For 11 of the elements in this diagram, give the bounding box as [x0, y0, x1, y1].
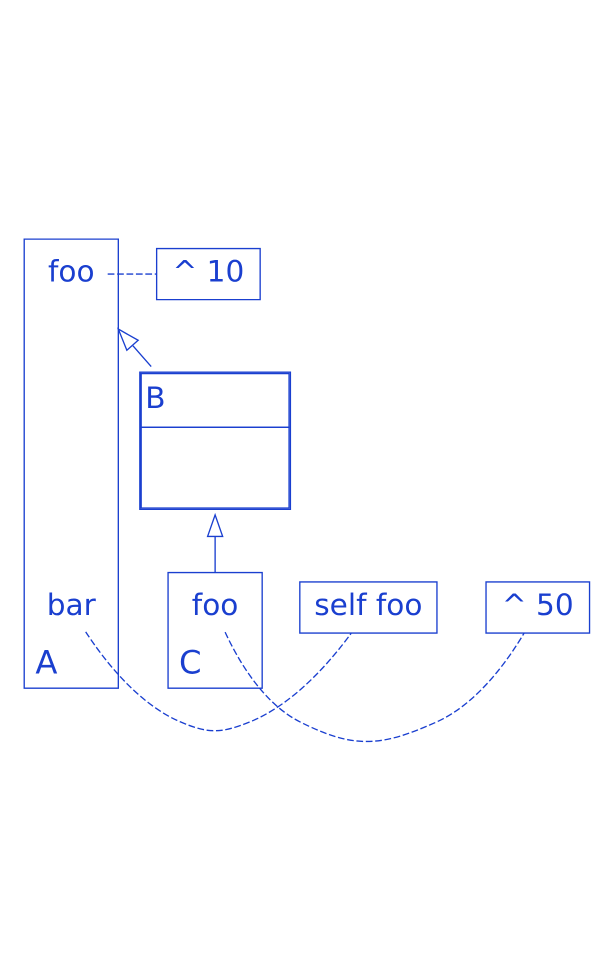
node-box: ^ 10	[156, 248, 261, 300]
connector	[224, 632, 525, 742]
node-box: ^ 50	[485, 581, 590, 634]
connector	[85, 631, 352, 732]
node-text: bar	[46, 588, 96, 622]
arrow	[116, 328, 152, 367]
connector	[108, 273, 156, 275]
arrow	[206, 512, 224, 573]
node-text: foo	[48, 254, 95, 289]
node-box: self foo	[299, 581, 438, 634]
node-text: foo	[192, 588, 238, 622]
